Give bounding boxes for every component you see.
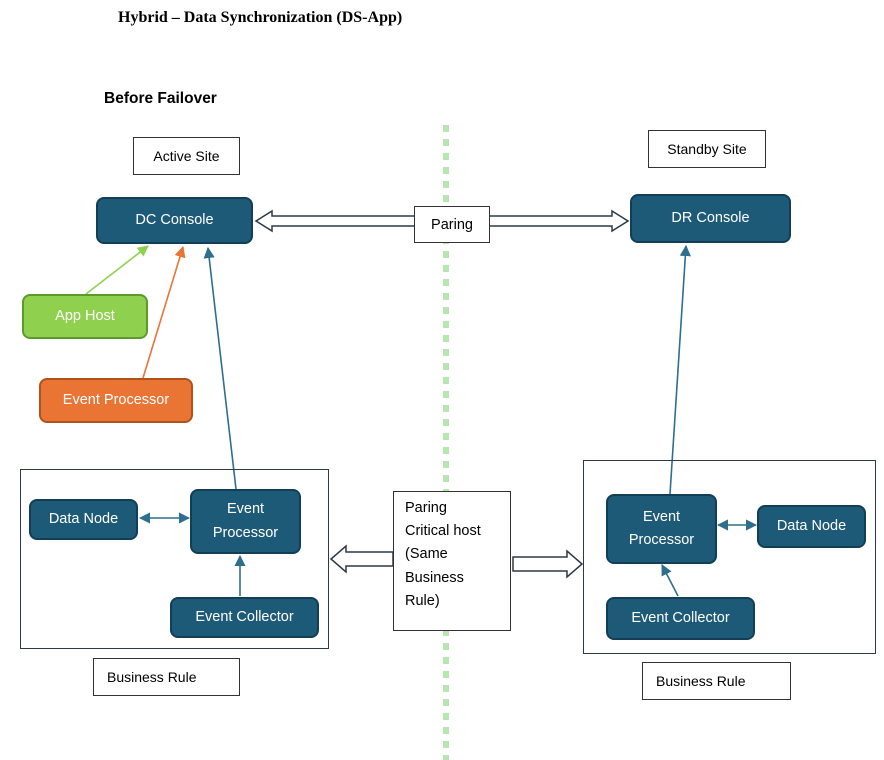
center-note-line5: Rule)	[405, 592, 440, 609]
center-note-line2: Critical host	[405, 523, 481, 540]
dc-console-node: DC Console	[96, 197, 253, 244]
left-event-collector-node: Event Collector	[170, 597, 319, 638]
right-data-node: Data Node	[757, 505, 866, 548]
event-processor-node: Event Processor	[39, 378, 193, 423]
right-collector-to-processor-line	[661, 564, 679, 597]
pairing-label: Paring	[414, 206, 490, 243]
right-event-processor-node: Event Processor	[606, 494, 717, 564]
event-processor-to-dc-line	[142, 245, 186, 379]
pairing-arrow-right	[488, 209, 630, 233]
standby-site-label: Standby Site	[648, 130, 766, 168]
center-note-line4: Business	[405, 569, 464, 586]
center-arrow-left	[329, 544, 394, 574]
center-arrow-right	[512, 549, 584, 579]
right-processor-to-dr-line	[669, 244, 691, 495]
left-data-node: Data Node	[29, 499, 138, 540]
right-business-rule-label: Business Rule	[642, 662, 791, 700]
left-processor-to-dc-line	[203, 246, 237, 490]
right-event-processor-label-line1: Event	[642, 508, 681, 525]
dr-console-node: DR Console	[630, 194, 791, 243]
left-event-processor-label-line1: Event	[226, 501, 265, 518]
right-event-collector-node: Event Collector	[606, 597, 755, 640]
pairing-arrow-left	[254, 209, 416, 233]
left-event-processor-node: Event Processor	[190, 489, 301, 554]
right-event-processor-label-line2: Processor	[628, 532, 695, 548]
left-event-processor-label-line2: Processor	[212, 524, 279, 541]
active-site-label: Active Site	[133, 137, 240, 175]
center-note-line1: Paring	[405, 500, 447, 516]
right-business-rule-group	[583, 460, 876, 654]
page-title: Hybrid – Data Synchronization (DS-App)	[118, 9, 403, 26]
diagram-subtitle: Before Failover	[104, 90, 217, 107]
left-business-rule-group	[20, 469, 329, 649]
center-pairing-note: Paring Critical host (Same Business Rule…	[393, 491, 511, 631]
app-host-to-dc-line	[85, 245, 149, 295]
center-note-line3: (Same	[405, 546, 448, 563]
app-host-node: App Host	[22, 294, 148, 339]
left-business-rule-label: Business Rule	[93, 658, 240, 696]
